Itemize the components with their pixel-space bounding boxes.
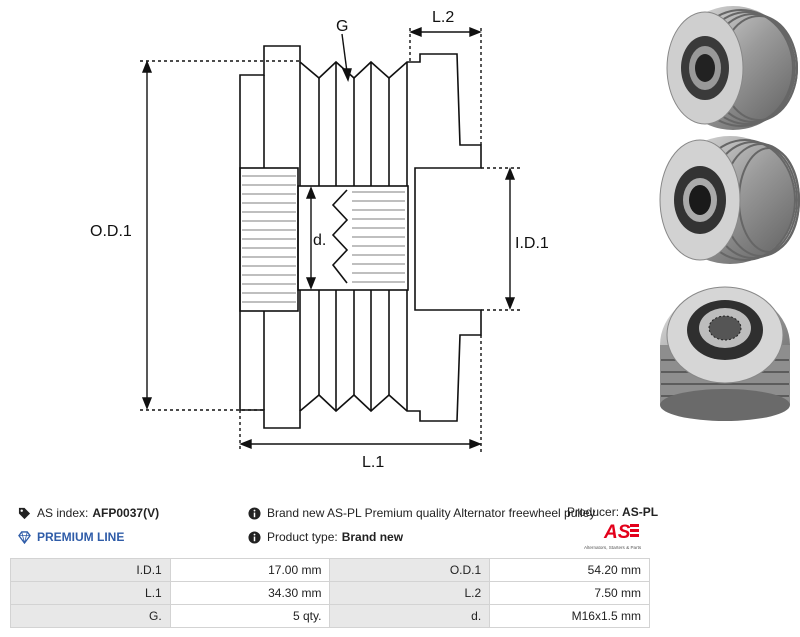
spec-value: M16x1.5 mm	[489, 604, 650, 628]
table-row: L.1 34.30 mm L.2 7.50 mm	[10, 581, 650, 605]
product-photos	[659, 6, 800, 421]
as-index-label: AS index:	[37, 506, 89, 520]
description-line: Brand new AS-PL Premium quality Alternat…	[248, 505, 595, 521]
pulley-photo-rear	[660, 286, 790, 421]
spec-label: I.D.1	[10, 558, 171, 582]
info-left: AS index: AFP0037(V) PREMIUM LINE	[18, 505, 159, 545]
label-d: d.	[313, 232, 326, 249]
spec-label: O.D.1	[329, 558, 491, 582]
spec-label: G.	[10, 604, 171, 628]
spec-label: d.	[329, 604, 491, 628]
label-l2: L.2	[432, 9, 454, 26]
info-icon	[248, 530, 261, 544]
info-icon	[248, 506, 261, 520]
spec-value: 5 qty.	[169, 604, 331, 628]
table-row: G. 5 qty. d. M16x1.5 mm	[10, 604, 650, 628]
svg-text:AS: AS	[603, 522, 631, 543]
as-index-value: AFP0037(V)	[92, 506, 160, 520]
diamond-icon	[18, 530, 31, 544]
producer-value: AS-PL	[622, 505, 659, 519]
label-l1: L.1	[362, 454, 384, 471]
premium-line: PREMIUM LINE	[18, 529, 159, 545]
spec-label: L.1	[10, 581, 171, 605]
premium-line-label: PREMIUM LINE	[37, 530, 125, 544]
as-index-line: AS index: AFP0037(V)	[18, 505, 159, 521]
pulley-photo-front	[659, 136, 800, 264]
pulley-photo-angled	[666, 6, 798, 130]
producer-line: Producer:AS-PL	[567, 505, 658, 519]
technical-drawing: G L.2 O.D.1 I.D.1 d. L.1	[90, 9, 549, 471]
product-type-line: Product type: Brand new	[248, 529, 595, 545]
description-text: Brand new AS-PL Premium quality Alternat…	[267, 506, 596, 520]
tag-icon	[18, 507, 31, 519]
label-id1: I.D.1	[515, 235, 549, 252]
producer-label: Producer:	[567, 505, 620, 519]
spec-value: 17.00 mm	[169, 558, 331, 582]
specs-table: I.D.1 17.00 mm O.D.1 54.20 mm L.1 34.30 …	[10, 558, 650, 628]
spec-value: 34.30 mm	[169, 581, 331, 605]
label-od1: O.D.1	[90, 223, 132, 240]
product-type-label: Product type:	[267, 530, 338, 544]
product-type-value: Brand new	[341, 530, 404, 544]
spec-value: 7.50 mm	[489, 581, 650, 605]
svg-text:Alternators, Starters & Parts: Alternators, Starters & Parts	[584, 545, 642, 550]
table-row: I.D.1 17.00 mm O.D.1 54.20 mm	[10, 558, 650, 582]
info-middle: Brand new AS-PL Premium quality Alternat…	[248, 505, 595, 545]
label-g: G	[336, 18, 348, 35]
spec-value: 54.20 mm	[489, 558, 650, 582]
as-logo: AS Alternators, Starters & Parts	[584, 522, 642, 550]
spec-label: L.2	[329, 581, 491, 605]
